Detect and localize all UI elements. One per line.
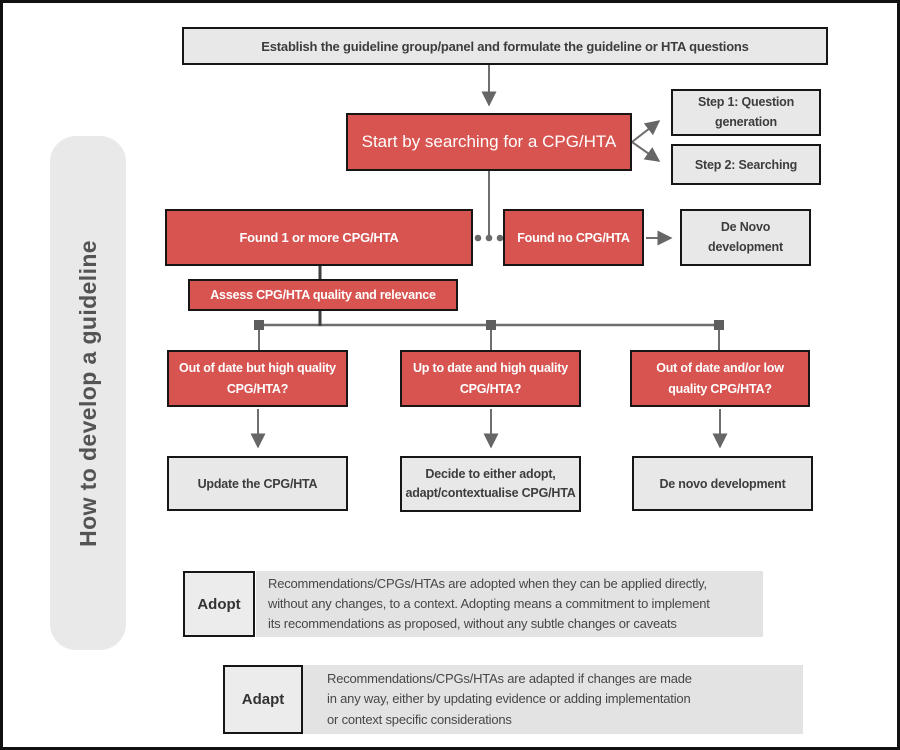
arrow-start-to-step1 (631, 120, 661, 143)
node-step1-question-generation: Step 1: Question generation (671, 89, 821, 136)
page-title-banner: How to develop a guideline (50, 136, 126, 650)
node-out-of-date-high-quality: Out of date but high quality CPG/HTA? (167, 350, 348, 407)
junction-dot-middle (485, 234, 493, 242)
junction-square-left (254, 320, 264, 330)
node-out-of-date-low-quality: Out of date and/or low quality CPG/HTA? (630, 350, 810, 407)
legend-adopt-term: Adopt (183, 571, 255, 637)
node-step2-searching: Step 2: Searching (671, 144, 821, 185)
node-decide-adopt-adapt: Decide to either adopt, adapt/contextual… (400, 456, 581, 512)
node-establish-group: Establish the guideline group/panel and … (182, 27, 828, 65)
legend-adapt-term: Adapt (223, 665, 303, 734)
page-title: How to develop a guideline (74, 239, 101, 547)
node-assess-quality: Assess CPG/HTA quality and relevance (188, 279, 458, 311)
junction-square-right (714, 320, 724, 330)
node-start-searching: Start by searching for a CPG/HTA (346, 113, 632, 171)
node-up-to-date-high-quality: Up to date and high quality CPG/HTA? (400, 350, 581, 407)
legend-adapt-definition: Recommendations/CPGs/HTAs are adapted if… (303, 665, 803, 734)
node-found-none: Found no CPG/HTA (503, 209, 644, 266)
arrow-start-to-step2 (631, 141, 661, 162)
legend-adopt-definition: Recommendations/CPGs/HTAs are adopted wh… (256, 571, 763, 637)
node-de-novo-development-top: De Novo development (680, 209, 811, 266)
node-found-one-or-more: Found 1 or more CPG/HTA (165, 209, 473, 266)
node-update-cpg: Update the CPG/HTA (167, 456, 348, 511)
node-de-novo-development-bottom: De novo development (632, 456, 813, 511)
junction-dot-left (474, 234, 482, 242)
junction-square-middle (486, 320, 496, 330)
